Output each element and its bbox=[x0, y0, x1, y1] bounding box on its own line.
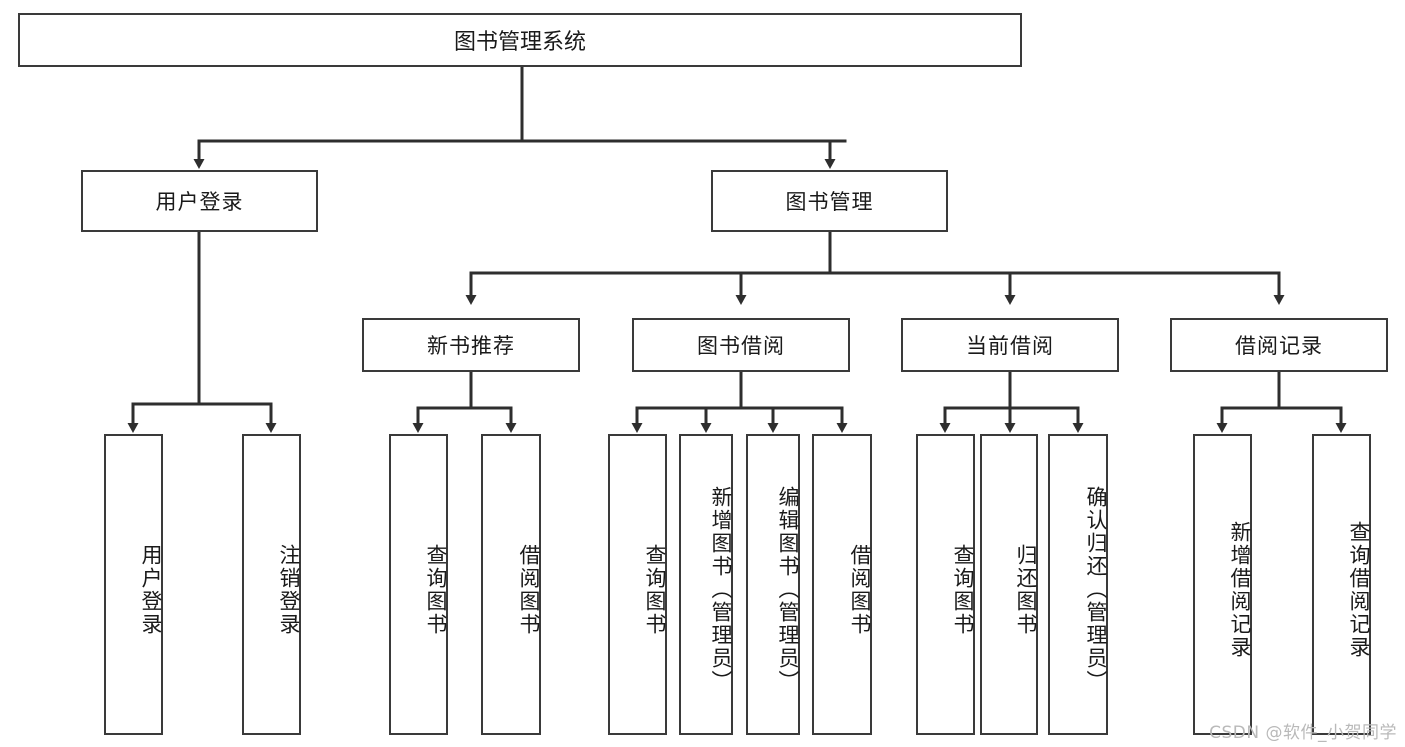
node-label: 注销登录 bbox=[277, 543, 301, 636]
leaf-user-login-logout[interactable]: 注销登录 bbox=[242, 434, 301, 735]
node-new-book-recommend[interactable]: 新书推荐 bbox=[362, 318, 580, 372]
watermark: CSDN @软件_小贺同学 bbox=[1209, 723, 1397, 743]
node-label: 借阅图书 bbox=[517, 543, 541, 636]
leaf-record-add-record[interactable]: 新增借阅记录 bbox=[1193, 434, 1252, 735]
node-label: 编辑图书（管理员） bbox=[776, 486, 800, 693]
leaf-recommend-query-book[interactable]: 查询图书 bbox=[389, 434, 448, 735]
leaf-user-login-login[interactable]: 用户登录 bbox=[104, 434, 163, 735]
node-label: 归还图书 bbox=[1014, 543, 1038, 636]
node-label: 借阅记录 bbox=[1235, 334, 1323, 358]
leaf-borrow-edit-book-admin[interactable]: 编辑图书（管理员） bbox=[746, 434, 800, 735]
node-user-login[interactable]: 用户登录 bbox=[81, 170, 318, 232]
leaf-current-confirm-return-admin[interactable]: 确认归还（管理员） bbox=[1048, 434, 1108, 735]
leaf-record-query-record[interactable]: 查询借阅记录 bbox=[1312, 434, 1371, 735]
leaf-recommend-borrow-book[interactable]: 借阅图书 bbox=[481, 434, 541, 735]
leaf-current-return-book[interactable]: 归还图书 bbox=[980, 434, 1038, 735]
leaf-current-query-book[interactable]: 查询图书 bbox=[916, 434, 975, 735]
leaf-borrow-add-book-admin[interactable]: 新增图书（管理员） bbox=[679, 434, 733, 735]
node-label: 用户登录 bbox=[155, 190, 244, 214]
node-label: 当前借阅 bbox=[966, 334, 1054, 358]
node-label: 查询图书 bbox=[951, 543, 975, 636]
node-label: 借阅图书 bbox=[848, 543, 872, 636]
node-label: 查询借阅记录 bbox=[1347, 520, 1371, 659]
node-borrow-record[interactable]: 借阅记录 bbox=[1170, 318, 1388, 372]
node-label: 图书管理系统 bbox=[453, 30, 586, 55]
node-label: 查询图书 bbox=[643, 543, 667, 636]
node-book-management[interactable]: 图书管理 bbox=[711, 170, 948, 232]
node-label: 图书管理 bbox=[785, 190, 874, 214]
node-label: 新书推荐 bbox=[427, 334, 515, 358]
node-label: 确认归还（管理员） bbox=[1084, 486, 1108, 693]
node-label: 图书借阅 bbox=[697, 334, 785, 358]
node-label: 查询图书 bbox=[424, 543, 448, 636]
leaf-borrow-query-book[interactable]: 查询图书 bbox=[608, 434, 667, 735]
node-root-system[interactable]: 图书管理系统 bbox=[18, 13, 1022, 67]
node-label: 用户登录 bbox=[139, 543, 163, 636]
node-current-borrow[interactable]: 当前借阅 bbox=[901, 318, 1119, 372]
node-label: 新增借阅记录 bbox=[1228, 520, 1252, 659]
leaf-borrow-borrow-book[interactable]: 借阅图书 bbox=[812, 434, 872, 735]
node-book-borrow[interactable]: 图书借阅 bbox=[632, 318, 850, 372]
node-label: 新增图书（管理员） bbox=[709, 486, 733, 693]
